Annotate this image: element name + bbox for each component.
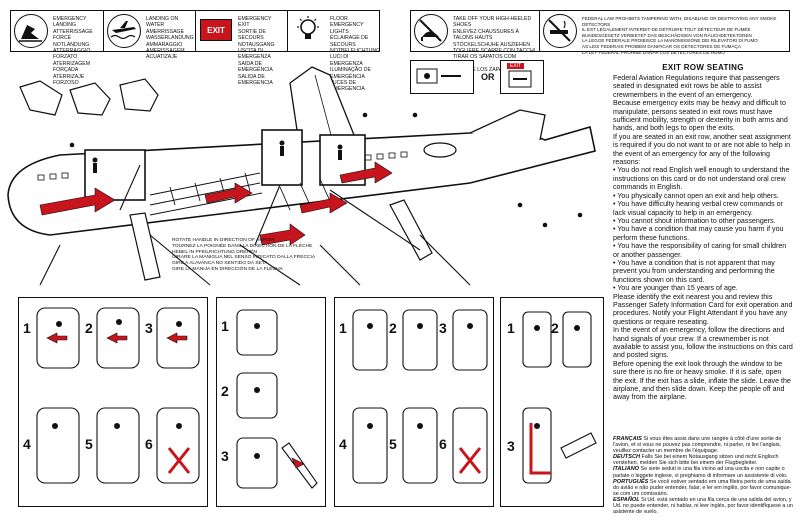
bullet-text: You cannot shout information to other pa… xyxy=(617,216,776,225)
lang-name-pt: PORTUGUÊS xyxy=(613,478,649,485)
exit-row-bullet: • You physically cannot open an exit and… xyxy=(613,191,779,200)
exit-row-p2: Because emergency exits may be heavy and… xyxy=(613,99,788,133)
center-step-4: 4 xyxy=(339,436,347,452)
exit-sign-icon: EXIT xyxy=(200,19,232,41)
exit-row-p5: In the event of an emergency, follow the… xyxy=(613,326,793,360)
exit-row-bullet: • You cannot shout information to other … xyxy=(613,216,776,225)
brace-position-icon xyxy=(14,14,48,48)
exit-handle-box-2: EXIT xyxy=(500,60,544,94)
lang-text-de: Falls Sie bei einem Notausgang sitzen un… xyxy=(613,454,779,467)
center-step-1: 1 xyxy=(339,320,347,336)
door-panel-left: 1 2 3 4 5 6 xyxy=(18,297,208,507)
door-panel-center: 1 2 3 4 5 6 xyxy=(334,297,494,507)
water-landing-cell: LANDING ON WATER AMERRISSAGE WASSERLANDU… xyxy=(103,11,195,60)
center-step-5: 5 xyxy=(389,436,397,452)
exit-row-p3: If you are seated in an exit row, anothe… xyxy=(613,132,791,167)
lang-text-fr: Si vous êtes assis dans une rangée à côt… xyxy=(613,436,782,455)
floor-lights-cell: FLOOR EMERGENCY LIGHTS ÉCLAIRAGE DE SECO… xyxy=(287,11,380,92)
lang-name-es: ESPAÑOL xyxy=(613,496,640,503)
door-steps-right xyxy=(522,311,597,484)
or-label: OR xyxy=(481,72,495,82)
bullet-text: You physically cannot open an exit and h… xyxy=(617,191,779,200)
step-number-1: 1 xyxy=(23,320,31,336)
emergency-landing-text: EMERGENCY LANDING ATTERRISSAGE FORCE NOT… xyxy=(53,16,93,87)
high-heels-cell: TAKE OFF YOUR HIGH-HEELED SHOES ENLEVEZ … xyxy=(411,11,539,80)
step-number-2: 2 xyxy=(85,320,93,336)
center-step-2: 2 xyxy=(389,320,397,336)
exit-row-bullet: • You are younger than 15 years of age. xyxy=(613,284,738,293)
exit-row-bullet: • You do not read English well enough to… xyxy=(613,166,790,192)
door-steps-center xyxy=(352,309,488,484)
exit-row-heading: EXIT ROW SEATING xyxy=(662,63,744,72)
step-number-5: 5 xyxy=(85,436,93,452)
exit-row-p1: Federal Aviation Regulations require tha… xyxy=(613,74,780,99)
center-step-6: 6 xyxy=(439,436,447,452)
bullet-text: You do not read English well enough to u… xyxy=(613,166,790,192)
no-high-heels-icon xyxy=(414,14,448,48)
smoke-detector-text: FEDERAL LAW PROHIBITS TAMPERING WITH, DI… xyxy=(582,16,777,55)
exit-handle-box xyxy=(410,60,474,94)
pictogram-strip-left: EMERGENCY LANDING ATTERRISSAGE FORCE NOT… xyxy=(10,10,380,92)
lang-text-es: Si Ud. está sentado en una fila cerca de… xyxy=(613,496,793,516)
floor-lights-text: FLOOR EMERGENCY LIGHTS ÉCLAIRAGE DE SECO… xyxy=(330,16,381,93)
exit-row-bullet: • You have the responsibility of caring … xyxy=(613,242,787,259)
step-number-3: 3 xyxy=(145,320,153,336)
pictogram-strip-right: TAKE OFF YOUR HIGH-HEELED SHOES ENLEVEZ … xyxy=(410,10,790,80)
rotate-handle-caption: ROTATE HANDLE IN DIRECTION OF ARROW TOUR… xyxy=(172,238,316,272)
bullet-text: You have the responsibility of caring fo… xyxy=(613,242,787,259)
step-number-6: 6 xyxy=(145,436,153,452)
emergency-landing-cell: EMERGENCY LANDING ATTERRISSAGE FORCE NOT… xyxy=(11,11,103,86)
lang-name-it: ITALIANO xyxy=(613,466,639,473)
exit-row-p6: Before opening the exit look through the… xyxy=(613,359,791,402)
right-step-1: 1 xyxy=(507,320,515,336)
right-step-2: 2 xyxy=(551,320,559,336)
no-smoking-icon xyxy=(543,14,577,48)
bullet-text: You have a condition that may cause you … xyxy=(613,225,784,242)
lang-text-pt: Se você estiver sentado em uma fileira p… xyxy=(613,478,792,497)
lang-name-de: DEUTSCH xyxy=(613,454,641,461)
smoke-detector-cell: FEDERAL LAW PROHIBITS TAMPERING WITH, DI… xyxy=(539,11,789,55)
floor-lights-icon xyxy=(293,15,323,52)
center-step-3: 3 xyxy=(439,320,447,336)
step-number-4: 4 xyxy=(23,436,31,452)
aircraft-illustration xyxy=(0,55,600,290)
exit-row-p4: Please identify the exit nearest you and… xyxy=(613,292,793,326)
languages-block: FRANÇAIS Si vous êtes assis dans une ran… xyxy=(613,436,793,515)
lang-text-it: Se siete seduti in una fila vicino ad un… xyxy=(613,466,788,479)
bullet-text: You are younger than 15 years of age. xyxy=(617,284,738,293)
window-panel-center: 1 2 3 xyxy=(216,297,326,507)
lang-name-fr: FRANÇAIS xyxy=(613,436,642,442)
exit-row-text: Federal Aviation Regulations require tha… xyxy=(613,74,793,402)
bullet-text: You have a condition that is not apparen… xyxy=(613,258,775,284)
emergency-exit-text: EMERGENCY EXIT SORTIE DE SECOURS NOTAUSG… xyxy=(238,16,275,87)
door-steps-left xyxy=(36,307,200,484)
door-panel-right: 1 2 3 xyxy=(500,297,604,507)
window-step-2: 2 xyxy=(221,383,229,399)
small-exit-sign: EXIT xyxy=(507,63,525,69)
exit-row-bullet: • You have difficulty hearing verbal cre… xyxy=(613,200,783,217)
right-step-3: 3 xyxy=(507,438,515,454)
window-exit-steps xyxy=(236,309,318,489)
aircraft-drawing xyxy=(7,66,596,286)
emergency-exit-cell: EXIT EMERGENCY EXIT SORTIE DE SECOURS NO… xyxy=(195,11,287,86)
exit-row-bullet: • You have a condition that is not appar… xyxy=(613,258,775,284)
window-step-1: 1 xyxy=(221,318,229,334)
window-step-3: 3 xyxy=(221,448,229,464)
exit-row-bullet: • You have a condition that may cause yo… xyxy=(613,225,784,242)
bullet-text: You have difficulty hearing verbal crew … xyxy=(613,200,783,217)
water-landing-text: LANDING ON WATER AMERRISSAGE WASSERLANDU… xyxy=(146,16,194,61)
water-landing-icon xyxy=(107,14,141,48)
